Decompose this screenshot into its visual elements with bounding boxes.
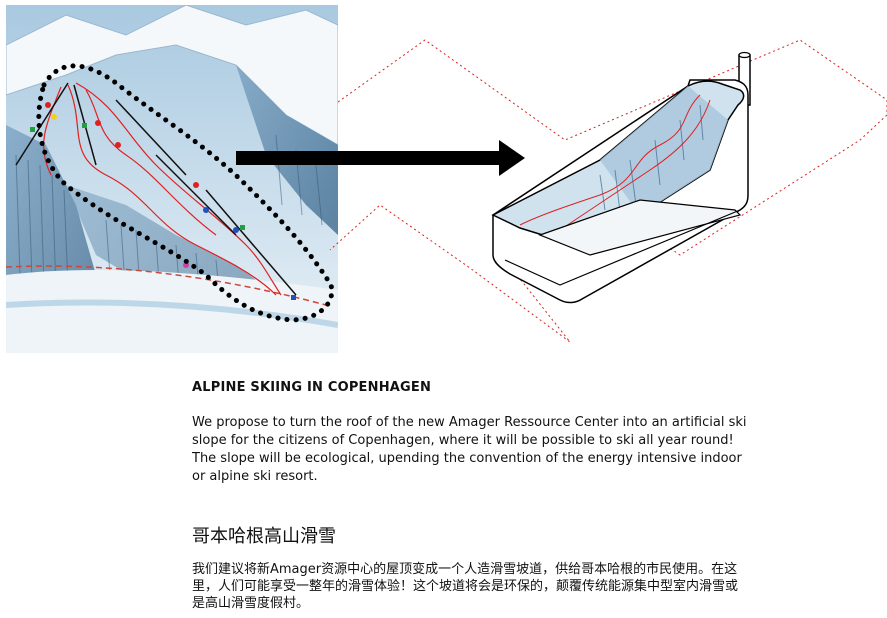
map-markers — [30, 102, 296, 300]
forest-slope — [66, 185, 276, 305]
ski-runs — [43, 82, 282, 296]
road-dashed — [6, 265, 327, 306]
heading-english: ALPINE SKIING IN COPENHAGEN — [192, 380, 432, 395]
ski-map-svg — [6, 5, 338, 353]
roof-ski-runs — [519, 94, 711, 231]
dotted-slope-outline — [36, 63, 335, 323]
transfer-arrow — [236, 140, 525, 176]
isometric-building — [491, 51, 751, 304]
valley-floor — [6, 270, 338, 353]
rock-face-right — [236, 65, 338, 235]
river — [6, 299, 338, 328]
site-boundary-dashed — [329, 39, 887, 343]
heading-chinese: 哥本哈根高山滑雪 — [192, 526, 336, 547]
ski-resort-map — [6, 5, 338, 353]
paragraph-chinese: 我们建议将新Amager资源中心的屋顶变成一个人造滑雪坡道，供给哥本哈根的市民使… — [192, 562, 739, 611]
building-diagram — [236, 39, 887, 343]
ski-lifts — [15, 82, 297, 296]
paragraph-english: We propose to turn the roof of the new A… — [192, 415, 747, 484]
